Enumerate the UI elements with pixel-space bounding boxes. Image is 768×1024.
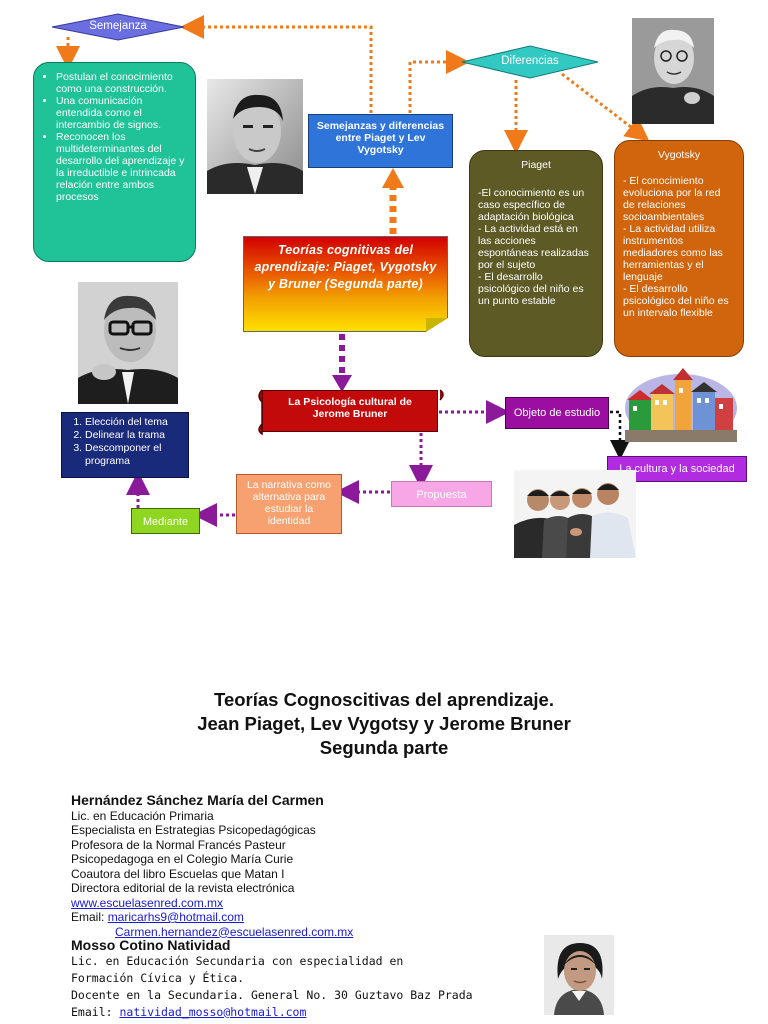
author-2-line: Formación Cívica y Ética.	[71, 970, 245, 985]
piaget-text: -El conocimiento es un caso específico d…	[478, 187, 589, 307]
vygotsky-portrait	[207, 79, 303, 194]
vygotsky-box: Vygotsky - El conocimiento evoluciona po…	[614, 140, 744, 357]
step-item: Descomponer el programa	[85, 442, 183, 468]
semejanza-item: Una comunicación entendida como el inter…	[56, 95, 189, 131]
objeto-estudio-box: Objeto de estudio	[505, 397, 609, 429]
email-link-1[interactable]: maricarhs9@hotmail.com	[107, 910, 244, 924]
semejanzas-box: Postulan el conocimiento como una constr…	[33, 62, 196, 262]
page-fold	[426, 318, 448, 332]
vygotsky-text: - El conocimiento evoluciona por la red …	[623, 175, 729, 319]
author-1: Hernández Sánchez María del Carmen Lic. …	[71, 793, 353, 939]
diferencias-label: Diferencias	[501, 55, 559, 67]
document-title: Teorías Cognoscitivas del aprendizaje. J…	[0, 688, 768, 760]
group-photo	[514, 470, 636, 558]
town-illustration	[625, 368, 737, 448]
cultura-sociedad-box: La cultura y la sociedad	[607, 456, 747, 482]
piaget-box: Piaget -El conocimiento es un caso espec…	[469, 150, 603, 357]
author-1-name: Hernández Sánchez María del Carmen	[71, 792, 324, 808]
author-1-line: Profesora de la Normal Francés Pasteur	[71, 837, 286, 852]
diferencias-diamond	[461, 45, 599, 79]
propuesta-box: Propuesta	[391, 481, 492, 507]
semejanzas-diferencias-box: Semejanzas y diferencias entre Piaget y …	[308, 114, 453, 168]
teorias-central-box: Teorías cognitivas del aprendizaje: Piag…	[243, 236, 448, 332]
author-1-line: Psicopedagoga en el Colegio María Curie	[71, 852, 294, 866]
title-line: Teorías Cognoscitivas del aprendizaje.	[214, 689, 554, 710]
title-line: Jean Piaget, Lev Vygotsy y Jerome Bruner	[197, 713, 571, 734]
title-line: Segunda parte	[319, 737, 449, 758]
author-2-photo	[544, 935, 614, 1015]
author-1-line: Especialista en Estrategias Psicopedagóg…	[71, 823, 316, 837]
arrow-to-semejanza	[180, 15, 373, 113]
connector-lines	[51, 13, 650, 527]
semejanza-diamond	[51, 13, 185, 41]
mediante-box: Mediante	[131, 508, 200, 534]
teorias-title: Teorías cognitivas del aprendizaje: Piag…	[254, 243, 437, 291]
email-link-3[interactable]: natividad_mosso@hotmail.com	[119, 1004, 307, 1019]
arrow-to-cultura	[610, 410, 630, 460]
bruner-portrait	[78, 282, 178, 404]
email-label: Email:	[71, 910, 108, 924]
email-link-2[interactable]: Carmen.hernandez@escuelasenred.com.mx	[115, 924, 354, 939]
bruner-box: La Psicología cultural de Jerome Bruner	[262, 390, 438, 432]
step-item: Elección del tema	[85, 416, 183, 429]
author-1-line: Directora editorial de la revista electr…	[71, 881, 295, 895]
arrow-to-vygotsky	[561, 72, 650, 142]
semejanza-item: Reconocen los multideterminantes del des…	[56, 131, 189, 203]
author-2-line: Docente en la Secundaria. General No. 30…	[71, 987, 473, 1002]
website-link[interactable]: www.escuelasenred.com.mx	[71, 895, 224, 910]
piaget-title: Piaget	[521, 159, 551, 171]
semejanza-item: Postulan el conocimiento como una constr…	[56, 71, 189, 95]
scroll-curls	[258, 389, 444, 436]
arrow-to-diferencias	[408, 50, 470, 113]
author-2-name: Mosso Cotino Natividad	[71, 937, 231, 953]
email-label: Email:	[71, 1004, 120, 1019]
author-2-line: Lic. en Educación Secundaria con especia…	[71, 953, 404, 968]
author-1-line: Coautora del libro Escuelas que Matan I	[71, 866, 285, 881]
author-2: Mosso Cotino Natividad Lic. en Educación…	[71, 938, 473, 1021]
narrativa-box: La narrativa como alternativa para estud…	[236, 474, 342, 534]
piaget-portrait	[632, 18, 714, 124]
semejanza-label: Semejanza	[89, 20, 147, 32]
steps-list-box: Elección del tema Delinear la trama Desc…	[61, 412, 189, 478]
step-item: Delinear la trama	[85, 429, 183, 442]
vygotsky-title: Vygotsky	[657, 149, 701, 161]
author-1-line: Lic. en Educación Primaria	[71, 808, 214, 823]
